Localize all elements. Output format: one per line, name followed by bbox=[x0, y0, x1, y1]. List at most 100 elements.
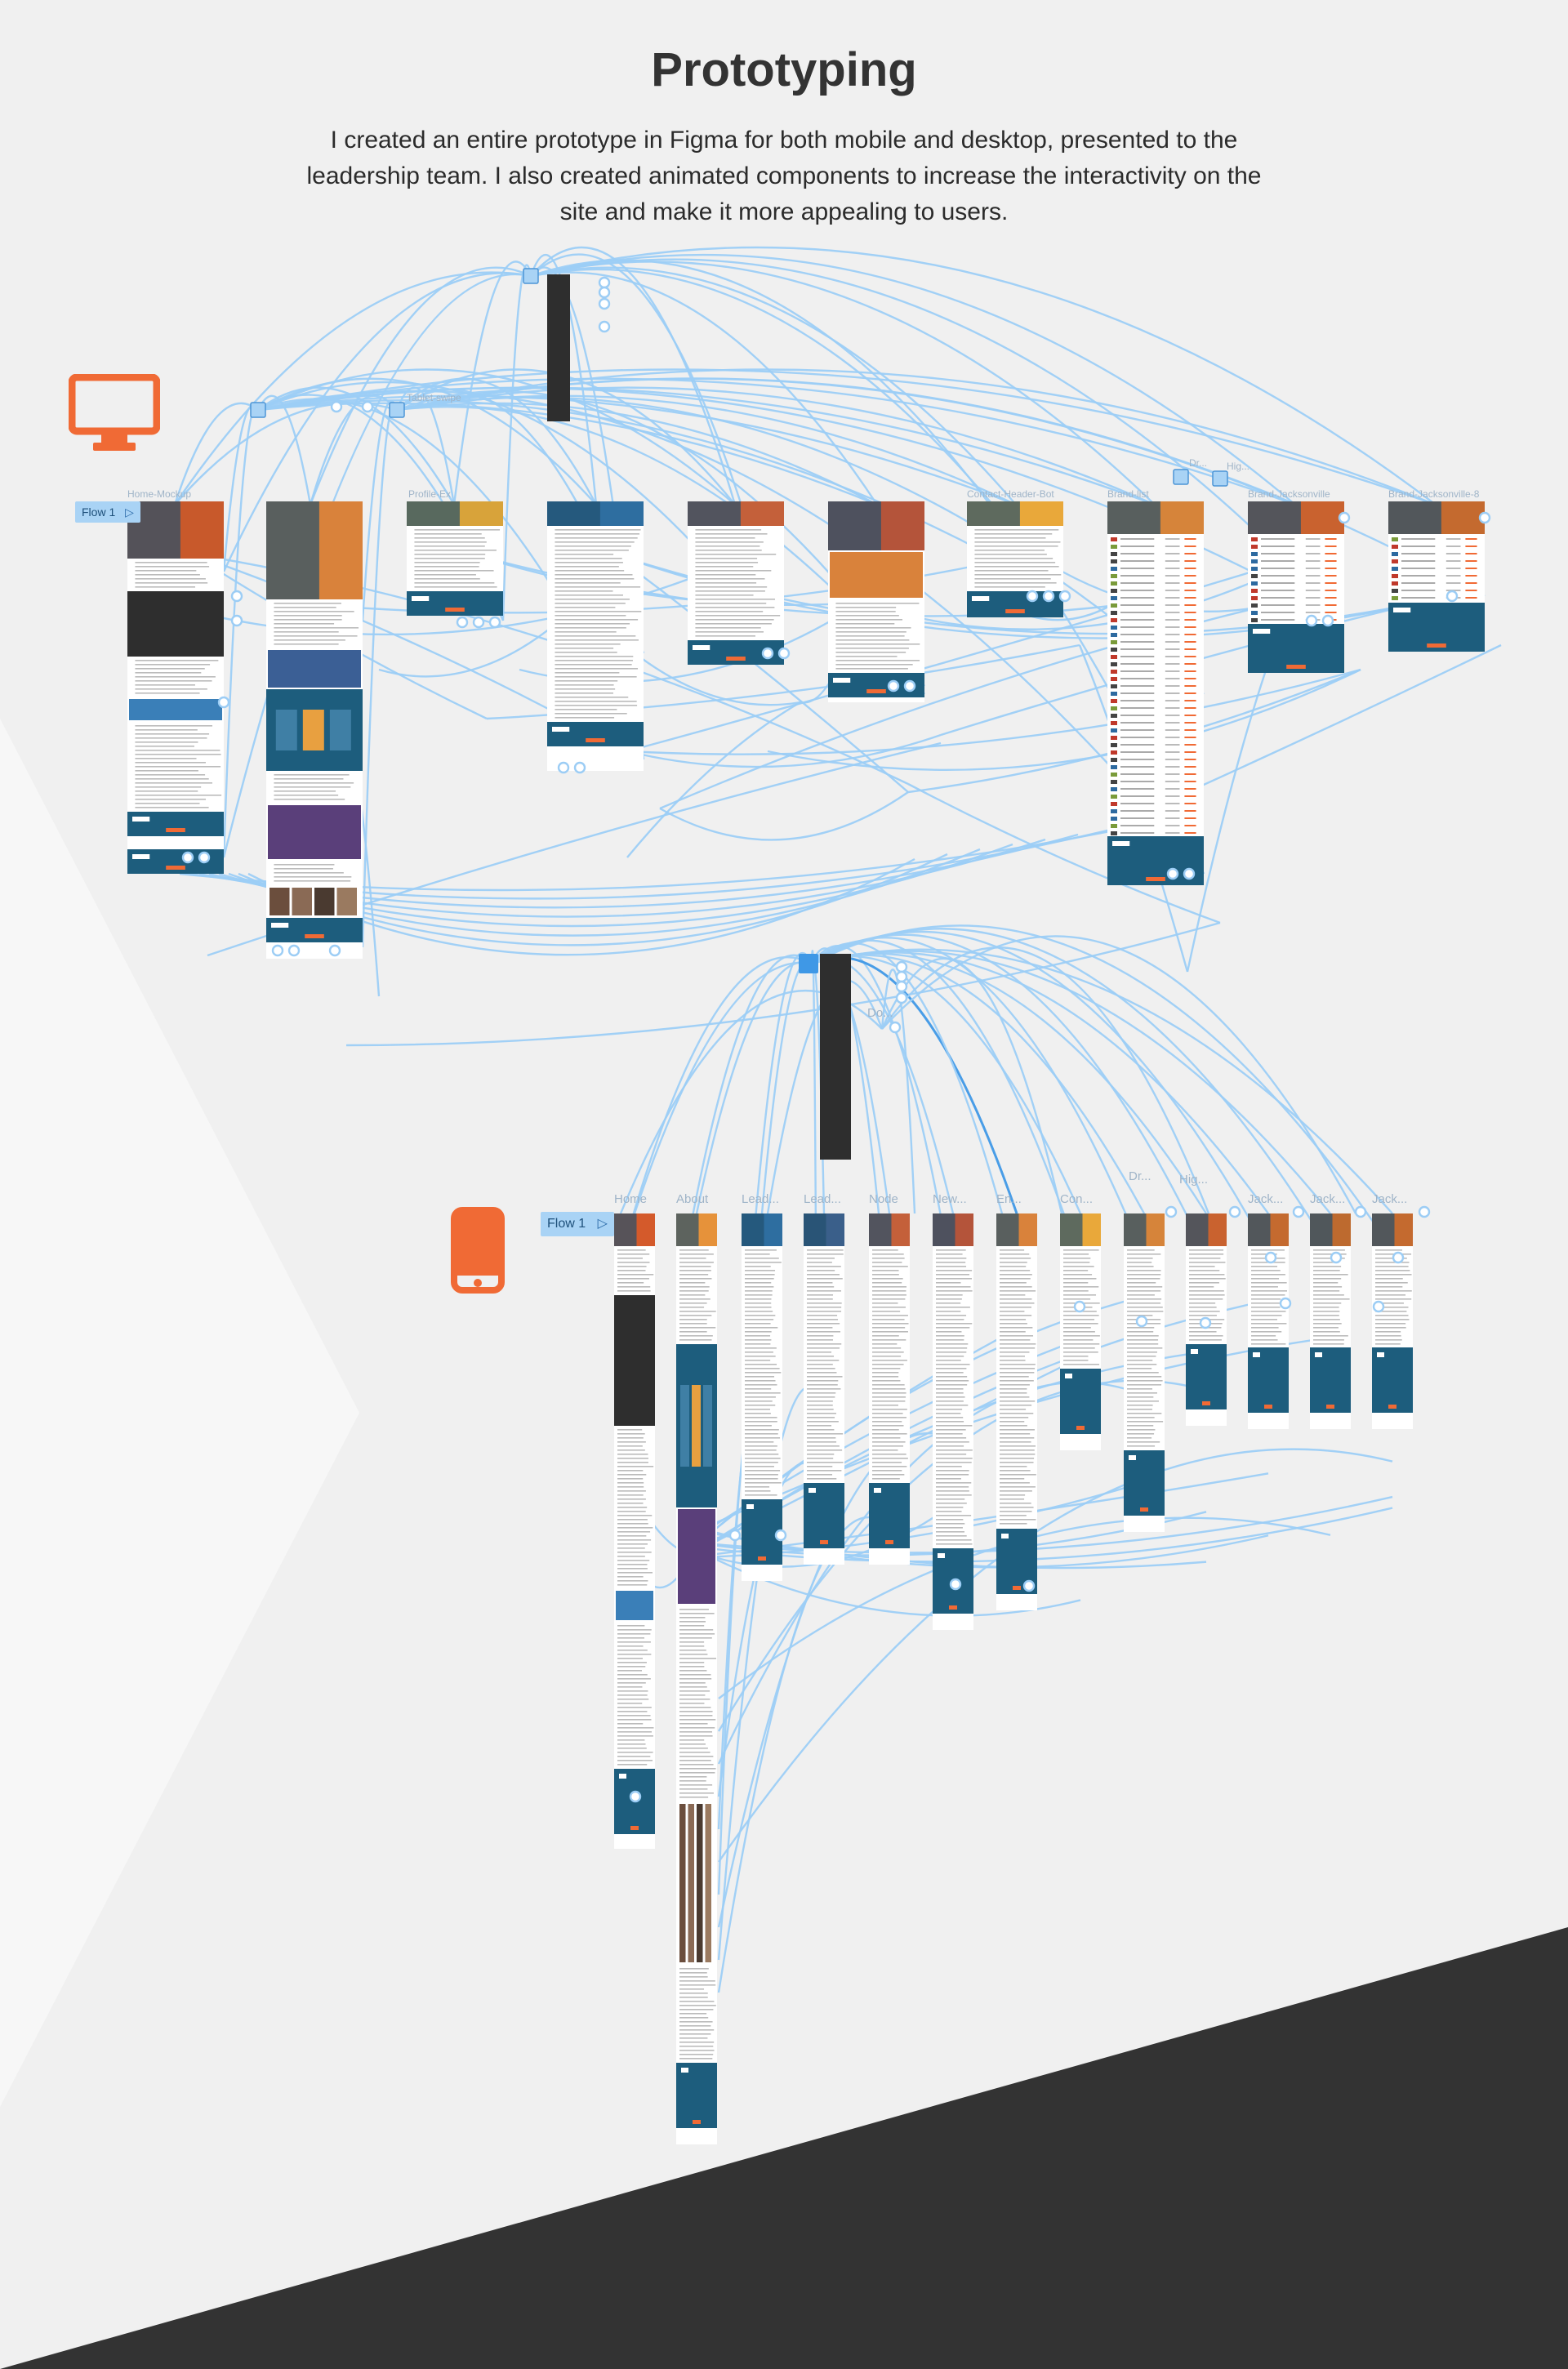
image-block bbox=[129, 699, 222, 720]
mobile-screen-frame[interactable] bbox=[1310, 1213, 1351, 1429]
desktop-news-frame[interactable] bbox=[688, 501, 784, 665]
desktop-menu-overlay[interactable] bbox=[547, 274, 570, 421]
mobile-screen-frame[interactable] bbox=[1248, 1213, 1289, 1429]
desktop-home-frame[interactable] bbox=[127, 501, 224, 869]
mobile-menu-overlay[interactable] bbox=[820, 954, 851, 1160]
desktop-profile-frame[interactable] bbox=[407, 501, 503, 616]
hero-overlay bbox=[266, 501, 319, 599]
mobile-screen-frame[interactable] bbox=[742, 1213, 782, 1581]
mobile-flow-label[interactable]: Flow 1 ▷ bbox=[541, 1212, 614, 1236]
text-line bbox=[974, 566, 1059, 568]
list-line bbox=[1120, 648, 1155, 650]
desktop-home-footer[interactable] bbox=[127, 849, 224, 874]
image-block bbox=[268, 650, 361, 688]
text-line bbox=[1000, 1343, 1036, 1345]
text-line bbox=[807, 1343, 842, 1345]
mobile-screen-frame[interactable] bbox=[614, 1213, 655, 1849]
list-line bbox=[1305, 568, 1321, 569]
text-line bbox=[679, 1658, 716, 1659]
text-line bbox=[617, 1682, 646, 1684]
text-line bbox=[1000, 1254, 1030, 1255]
text-line bbox=[695, 582, 757, 584]
desktop-about-frame[interactable] bbox=[266, 501, 363, 959]
text-line bbox=[1000, 1290, 1036, 1292]
text-line bbox=[679, 2009, 714, 2011]
text-line bbox=[1127, 1270, 1161, 1271]
connector-node bbox=[573, 761, 586, 774]
text-line bbox=[1063, 1319, 1095, 1320]
desktop-contact-frame[interactable] bbox=[967, 501, 1063, 617]
text-line bbox=[1127, 1307, 1163, 1308]
text-line bbox=[807, 1331, 840, 1333]
desktop-brand-list-frame[interactable] bbox=[1107, 501, 1204, 885]
logo-chip bbox=[1111, 567, 1117, 571]
text-line bbox=[555, 594, 623, 596]
desktop-leadership-frame[interactable] bbox=[547, 501, 644, 771]
text-line bbox=[1127, 1331, 1154, 1333]
text-line bbox=[679, 1972, 707, 1974]
desktop-newsroom-frame[interactable] bbox=[828, 501, 924, 702]
mobile-screen-frame[interactable] bbox=[804, 1213, 844, 1565]
logo-chip bbox=[1111, 809, 1117, 813]
text-line bbox=[835, 603, 920, 604]
text-line bbox=[1000, 1294, 1026, 1296]
mobile-screen-frame[interactable] bbox=[996, 1213, 1037, 1610]
connector-line bbox=[222, 404, 260, 572]
text-line bbox=[617, 1429, 643, 1431]
footer bbox=[869, 1483, 910, 1548]
desktop-brand-jacksonville-8-frame[interactable] bbox=[1388, 501, 1485, 652]
hero-overlay bbox=[996, 1213, 1019, 1246]
text-line bbox=[1251, 1315, 1282, 1316]
text-line bbox=[274, 619, 342, 621]
text-line bbox=[695, 615, 781, 617]
text-line bbox=[679, 1788, 708, 1790]
desktop-brand-jacksonville-frame[interactable] bbox=[1248, 501, 1344, 673]
logo-chip bbox=[1111, 648, 1117, 652]
text-line bbox=[135, 672, 202, 674]
mobile-screen-frame[interactable] bbox=[869, 1213, 910, 1565]
text-line bbox=[1000, 1474, 1036, 1476]
desktop-flow-label[interactable]: Flow 1 ▷ bbox=[75, 501, 140, 523]
dark-section bbox=[820, 954, 851, 1160]
text-line bbox=[872, 1339, 906, 1341]
list-line bbox=[1401, 545, 1436, 547]
logo-chip bbox=[1392, 545, 1398, 549]
logo-chip bbox=[1111, 802, 1117, 806]
list-line bbox=[1165, 634, 1180, 635]
text-line bbox=[745, 1490, 771, 1492]
mobile-screen-frame[interactable] bbox=[1060, 1213, 1101, 1450]
list-line bbox=[1446, 568, 1461, 569]
text-line bbox=[555, 713, 627, 715]
connector-line bbox=[257, 368, 1437, 506]
text-line bbox=[835, 615, 899, 617]
text-line bbox=[1313, 1270, 1340, 1271]
text-line bbox=[936, 1478, 961, 1480]
mobile-screen-frame[interactable] bbox=[676, 1213, 717, 2144]
text-line bbox=[807, 1417, 835, 1418]
text-line bbox=[1189, 1258, 1221, 1259]
logo-chip bbox=[1251, 552, 1258, 556]
text-line bbox=[1127, 1372, 1159, 1374]
text-line bbox=[617, 1258, 643, 1259]
text-line bbox=[617, 1262, 650, 1263]
list-link bbox=[1325, 568, 1337, 569]
mobile-screen-frame[interactable] bbox=[1372, 1213, 1413, 1429]
play-icon: ▷ bbox=[125, 505, 134, 519]
text-line bbox=[1127, 1282, 1156, 1284]
text-line bbox=[274, 778, 344, 780]
text-line bbox=[872, 1437, 901, 1439]
mobile-screen-frame[interactable] bbox=[1124, 1213, 1165, 1532]
text-line bbox=[617, 1735, 653, 1737]
page-title: Prototyping bbox=[651, 43, 917, 96]
text-line bbox=[1313, 1303, 1342, 1304]
text-line bbox=[617, 1576, 644, 1578]
list-line bbox=[1165, 641, 1180, 643]
footer bbox=[407, 591, 503, 616]
prototype-frames bbox=[127, 274, 1485, 2144]
text-line bbox=[1375, 1315, 1409, 1316]
text-line bbox=[1313, 1335, 1348, 1337]
mobile-screen-frame[interactable] bbox=[933, 1213, 973, 1630]
text-line bbox=[617, 1454, 648, 1455]
text-line bbox=[1127, 1266, 1154, 1267]
text-line bbox=[745, 1274, 775, 1276]
